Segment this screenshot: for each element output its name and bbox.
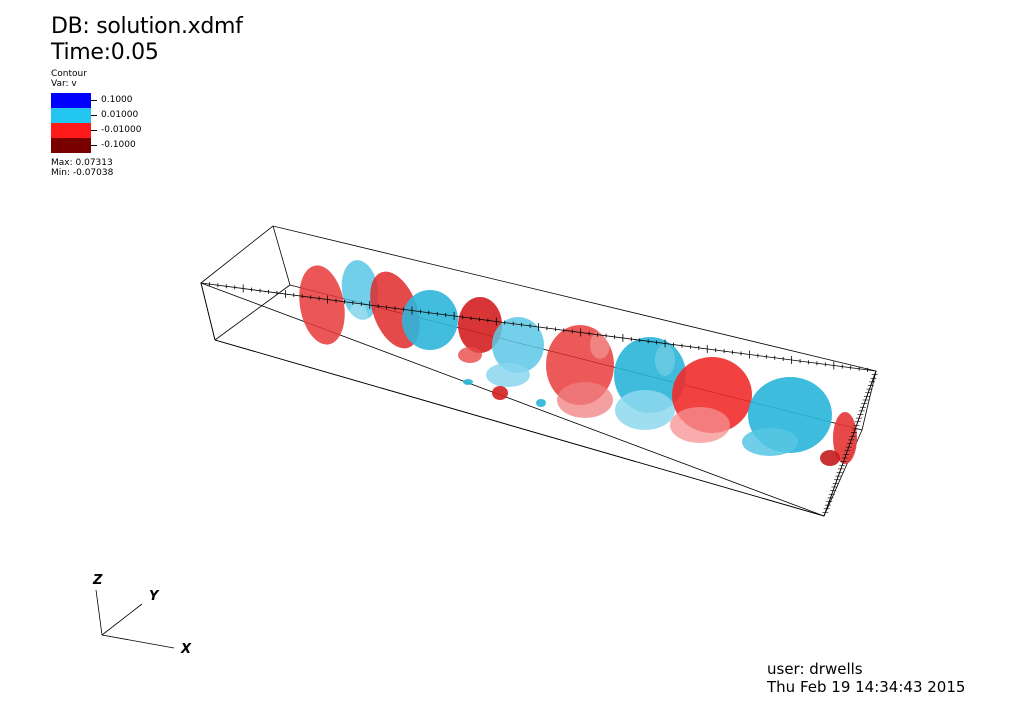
bounding-box [200, 225, 877, 517]
isosurface-group [299, 260, 857, 466]
timestamp-label: Thu Feb 19 14:34:43 2015 [767, 678, 966, 696]
min-value-label: Min: -0.07038 [51, 168, 114, 178]
legend-tick [91, 100, 97, 101]
database-title: DB: solution.xdmf [51, 14, 243, 39]
axis-label-y: Y [149, 589, 160, 604]
legend-label: -0.1000 [101, 140, 136, 150]
plot-type-label: Contour [51, 69, 87, 79]
time-label: Time:0.05 [51, 40, 159, 65]
plot-variable-label: Var: v [51, 79, 77, 89]
legend-label: 0.01000 [101, 110, 139, 120]
legend-row: -0.1000 [51, 138, 191, 153]
legend-tick [91, 130, 97, 131]
legend-swatch [51, 138, 91, 153]
max-value-label: Max: 0.07313 [51, 158, 113, 168]
legend-label: 0.1000 [101, 95, 133, 105]
legend-label: -0.01000 [101, 125, 142, 135]
legend-swatch [51, 93, 91, 108]
legend-tick [91, 145, 97, 146]
user-label: user: drwells [767, 660, 863, 678]
legend-swatch [51, 108, 91, 123]
axis-label-z: Z [92, 573, 103, 588]
contour-legend: 0.1000 0.01000 -0.01000 -0.1000 [51, 93, 191, 153]
legend-tick [91, 115, 97, 116]
legend-swatch [51, 123, 91, 138]
legend-row: 0.1000 [51, 93, 191, 108]
legend-row: -0.01000 [51, 123, 191, 138]
axis-label-x: X [180, 642, 192, 657]
bounding-box-front [200, 282, 877, 517]
legend-row: 0.01000 [51, 108, 191, 123]
axis-triad [95, 589, 175, 649]
